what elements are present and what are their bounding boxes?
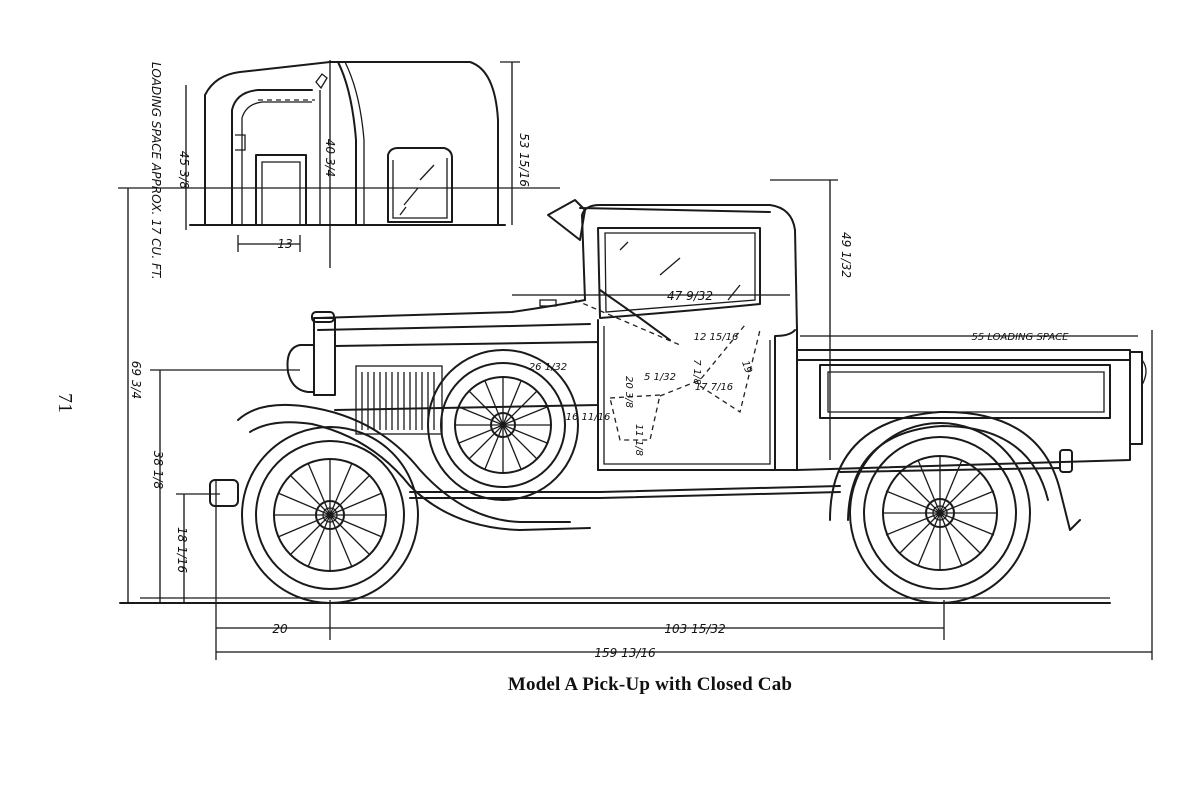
dim-bumper-height: 18 1/16	[175, 527, 189, 573]
dim-seat-back: 26 1/32	[529, 362, 567, 373]
dim-front-overhang: 20	[272, 622, 288, 636]
dim-19: 19	[739, 359, 754, 375]
dim-frame-height: 38 1/8	[151, 451, 165, 490]
page-number: 71	[54, 393, 76, 413]
dim-overall-height: 69 3/4	[129, 361, 143, 399]
inset-dim-door-width: 13	[277, 237, 292, 251]
overall-dimensions: 69 3/4 38 1/8 18 1/16 20 103 15/32 159 1…	[118, 179, 1153, 660]
dim-steering: 12 15/16	[694, 332, 739, 343]
dim-overall-length: 159 13/16	[594, 646, 656, 660]
dim-16: 16 11/16	[566, 412, 611, 423]
rear-wheel	[849, 422, 1031, 604]
dim-11: 11 1/8	[633, 424, 644, 456]
dim-5: 5 1/32	[644, 372, 676, 383]
dim-cab-length: 47 9/32	[667, 289, 713, 303]
dim-loading-space: 55 LOADING SPACE	[972, 332, 1070, 343]
inset-dim-door-height: 45 3/8	[177, 151, 191, 190]
dim-seat-depth: 20 3/8	[623, 376, 634, 408]
front-wheel	[241, 426, 419, 604]
interior-dimensions: 26 1/32 12 15/16 20 3/8 5 1/32 7 1/8 17 …	[529, 332, 754, 456]
inset-loading-space-label: LOADING SPACE APPROX. 17 CU. FT.	[149, 62, 163, 280]
truck-side-view	[209, 199, 1147, 531]
dim-wheelbase: 103 15/32	[664, 622, 725, 636]
inset-rear-view: 45 3/8 40 3/4 53 15/16 13 LOADING SPACE …	[149, 60, 531, 280]
spare-wheel	[427, 349, 579, 501]
dim-cab-height: 49 1/32	[839, 232, 853, 278]
inset-dim-overall-height: 53 15/16	[517, 133, 531, 187]
dim-7: 7 1/8	[691, 359, 702, 385]
figure-caption: Model A Pick-Up with Closed Cab	[507, 674, 793, 695]
dim-17: 17 7/16	[695, 382, 733, 393]
